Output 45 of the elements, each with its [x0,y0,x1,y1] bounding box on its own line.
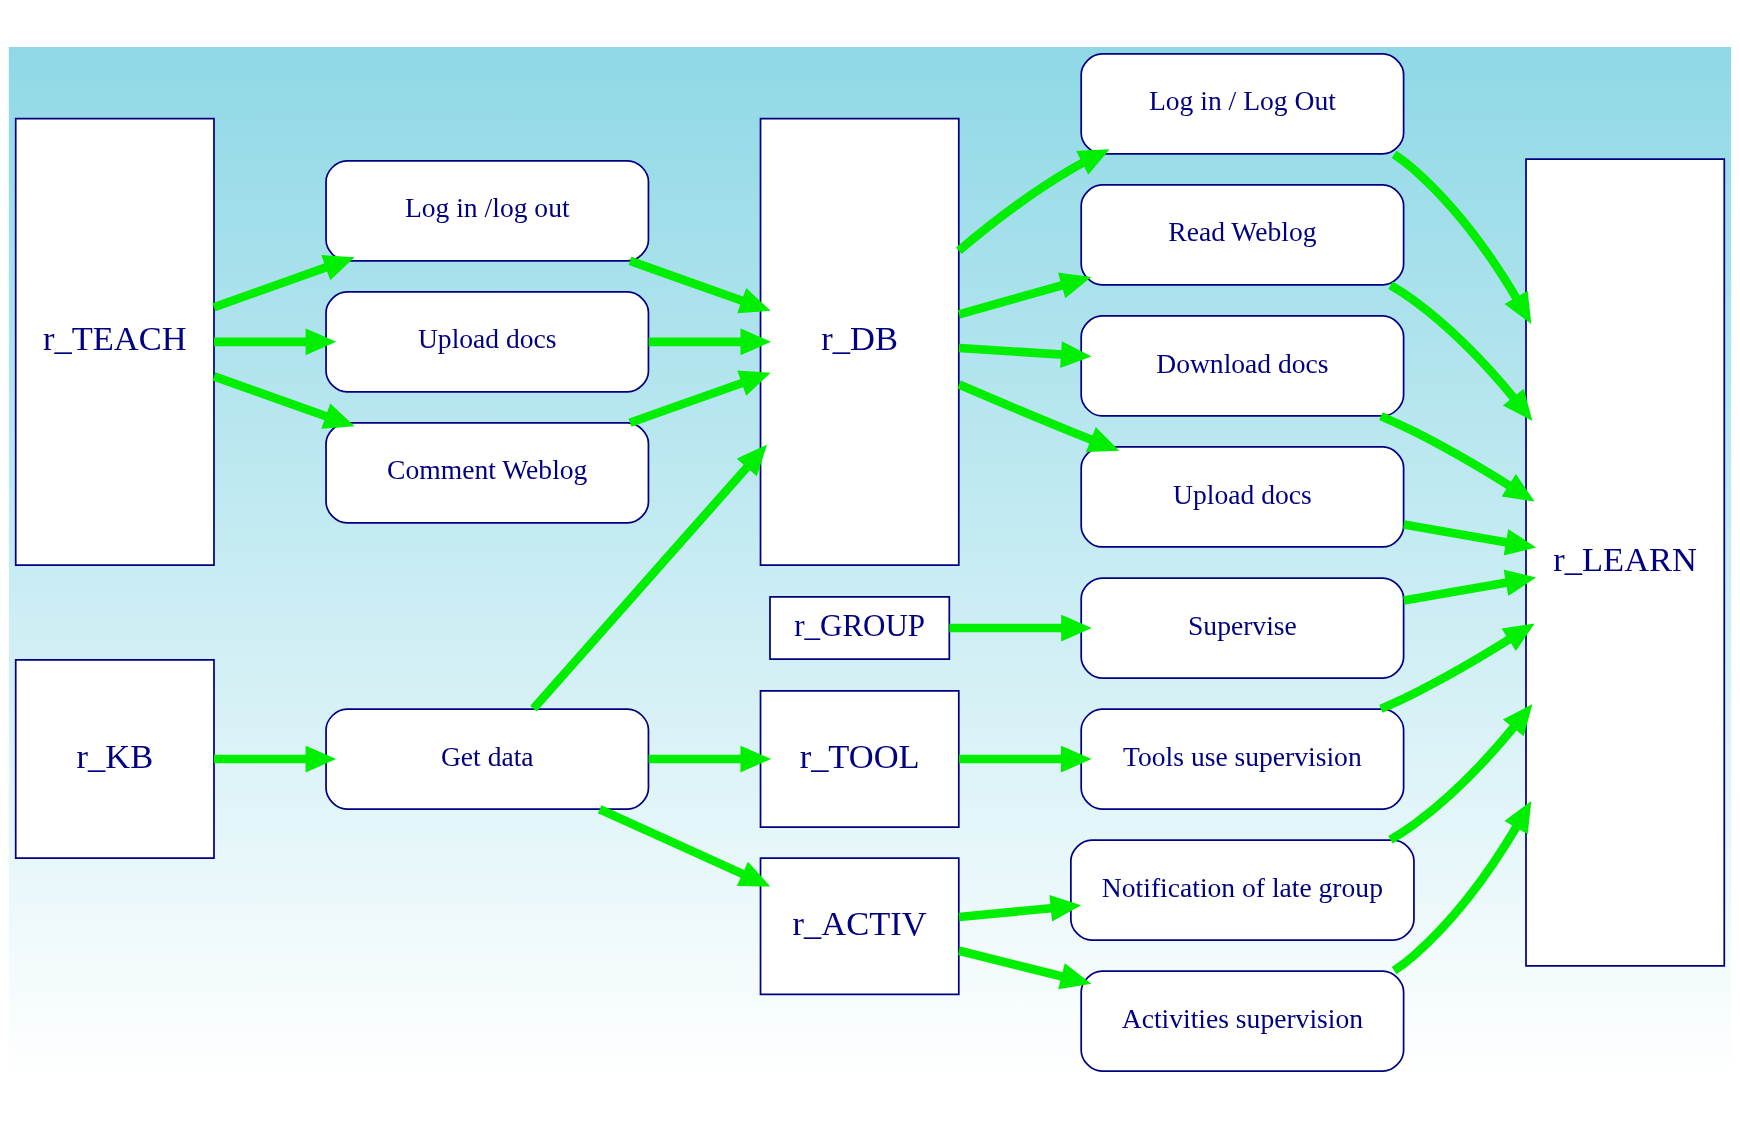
arrow [1391,800,1532,974]
arrow [648,745,772,772]
node-box: Activities supervision [1080,969,1405,1072]
arrow [212,254,355,311]
arrow [1388,281,1533,421]
arrow [628,369,771,427]
node-box: Download docs [1080,314,1405,417]
node-box: r_KB [14,658,215,859]
node-box: r_LEARN [1525,157,1726,967]
arrow [214,327,337,355]
arrow [1388,703,1533,843]
arrow [958,894,1082,922]
node-box: Upload docs [325,290,650,393]
arrow [530,444,768,712]
arrow [212,371,355,429]
arrow [1379,411,1535,502]
arrow [957,272,1092,318]
arrow [958,946,1092,989]
arrow [1403,569,1537,605]
node-box: r_GROUP [769,595,951,660]
node-box: Notification of late group [1070,838,1415,941]
node-box: Read Weblog [1080,183,1405,286]
arrow [1403,519,1537,555]
node-box: Upload docs [1080,445,1405,548]
arrow [214,745,337,772]
node-box: Tools use supervision [1080,707,1405,810]
arrow [1391,150,1532,324]
arrow [628,256,771,313]
node-box: r_TEACH [14,117,215,566]
arrow [1379,622,1535,713]
node-box: Get data [325,707,650,810]
node-box: r_TOOL [759,689,960,828]
arrow [648,327,772,355]
node-box: r_DB [759,117,960,566]
arrow [959,745,1092,772]
node-box: r_ACTIV [759,856,960,995]
node-box: Comment Weblog [325,421,650,524]
arrow [597,804,771,886]
arrow [949,614,1092,641]
arrow [957,380,1120,452]
arrow [958,340,1092,368]
node-box: Log in / Log Out [1080,52,1405,155]
node-box: Supervise [1080,576,1405,679]
arrow [956,148,1110,254]
node-box: Log in /log out [325,159,650,262]
